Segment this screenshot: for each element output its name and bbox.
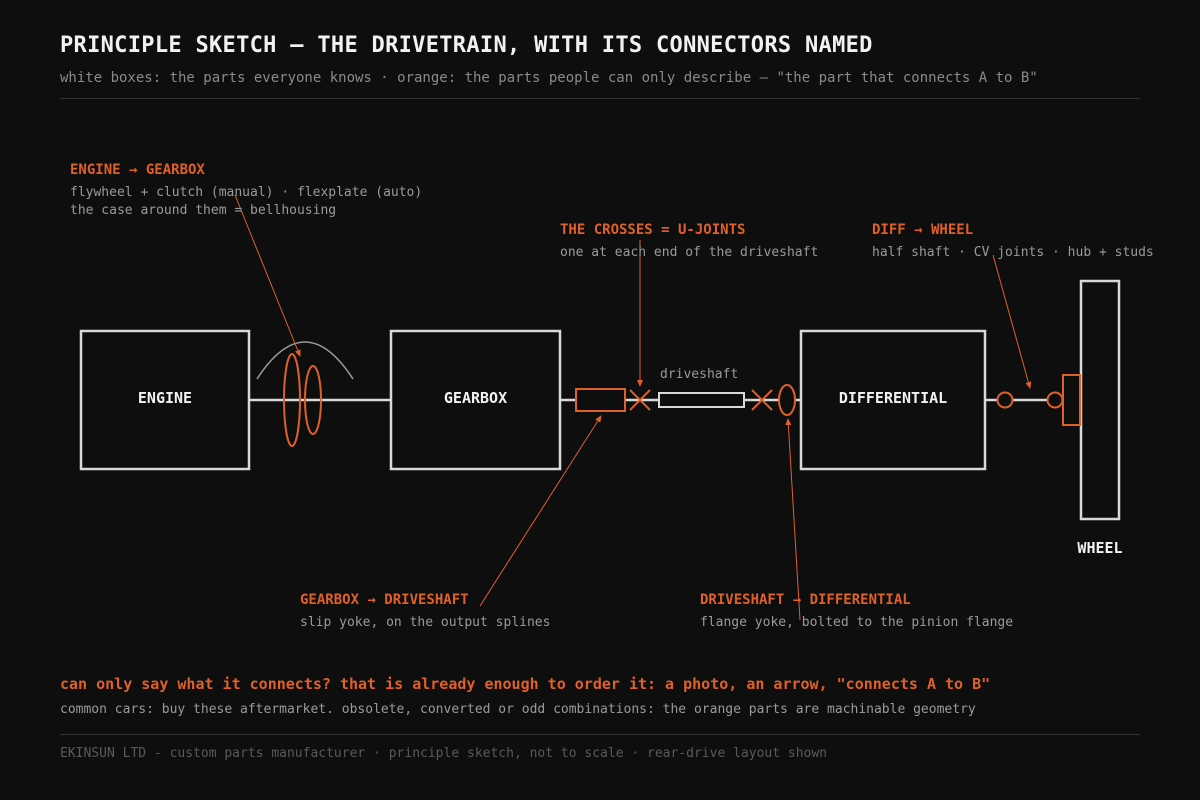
hub-part — [1062, 374, 1081, 426]
callout-engine-gearbox-title: ENGINE → GEARBOX — [70, 162, 205, 178]
header-divider — [60, 98, 1140, 99]
differential-box — [799, 329, 987, 471]
page-subtitle: white boxes: the parts everyone knows · … — [60, 70, 1038, 86]
leader-gearbox-driveshaft — [479, 415, 602, 607]
bellhousing-arc — [256, 341, 354, 380]
callout-diff-wheel-title: DIFF → WHEEL — [872, 222, 974, 238]
leader-driveshaft-diff — [785, 418, 801, 621]
leader-diff-wheel — [992, 254, 1032, 389]
clutch-part — [304, 365, 322, 435]
gearbox-box — [389, 329, 562, 471]
callout-driveshaft-diff-line1: flange yoke, bolted to the pinion flange — [700, 615, 1014, 630]
gearbox-label: GEARBOX — [443, 389, 508, 407]
footer-headline: can only say what it connects? that is a… — [60, 675, 991, 693]
slip-yoke-part — [575, 388, 626, 412]
u-joint-front-icon — [629, 389, 651, 411]
driveshaft-tube — [658, 392, 745, 408]
wheel-box — [1079, 279, 1121, 521]
callout-engine-gearbox-line1: flywheel + clutch (manual) · flexplate (… — [70, 185, 423, 200]
u-joint-rear-icon — [751, 389, 773, 411]
callout-gearbox-driveshaft-title: GEARBOX → DRIVESHAFT — [300, 592, 469, 608]
callout-engine-gearbox-line2: the case around them = bellhousing — [70, 203, 337, 218]
callout-gearbox-driveshaft-line1: slip yoke, on the output splines — [300, 615, 551, 630]
footer-note: common cars: buy these aftermarket. obso… — [60, 702, 976, 717]
callout-crosses-line1: one at each end of the driveshaft — [560, 245, 819, 260]
callout-diff-wheel-line1: half shaft · CV joints · hub + studs — [872, 245, 1154, 260]
flange-yoke-part — [778, 384, 796, 416]
callout-crosses-title: THE CROSSES = U-JOINTS — [560, 222, 746, 238]
footer-credit: EKINSUN LTD - custom parts manufacturer … — [60, 746, 828, 761]
engine-label: ENGINE — [137, 389, 193, 407]
engine-box — [79, 329, 251, 471]
flywheel-part — [283, 353, 301, 447]
cv-joint-inner-part — [996, 391, 1014, 409]
wheel-label: WHEEL — [1077, 539, 1123, 557]
footer-divider — [60, 734, 1140, 735]
differential-label: DIFFERENTIAL — [838, 389, 948, 407]
leader-engine-gearbox — [234, 194, 301, 357]
callout-driveshaft-diff-title: DRIVESHAFT → DIFFERENTIAL — [700, 592, 911, 608]
page-title: PRINCIPLE SKETCH — THE DRIVETRAIN, WITH … — [60, 33, 873, 58]
driveshaft-label: driveshaft — [660, 367, 739, 382]
cv-joint-outer-part — [1046, 391, 1064, 409]
